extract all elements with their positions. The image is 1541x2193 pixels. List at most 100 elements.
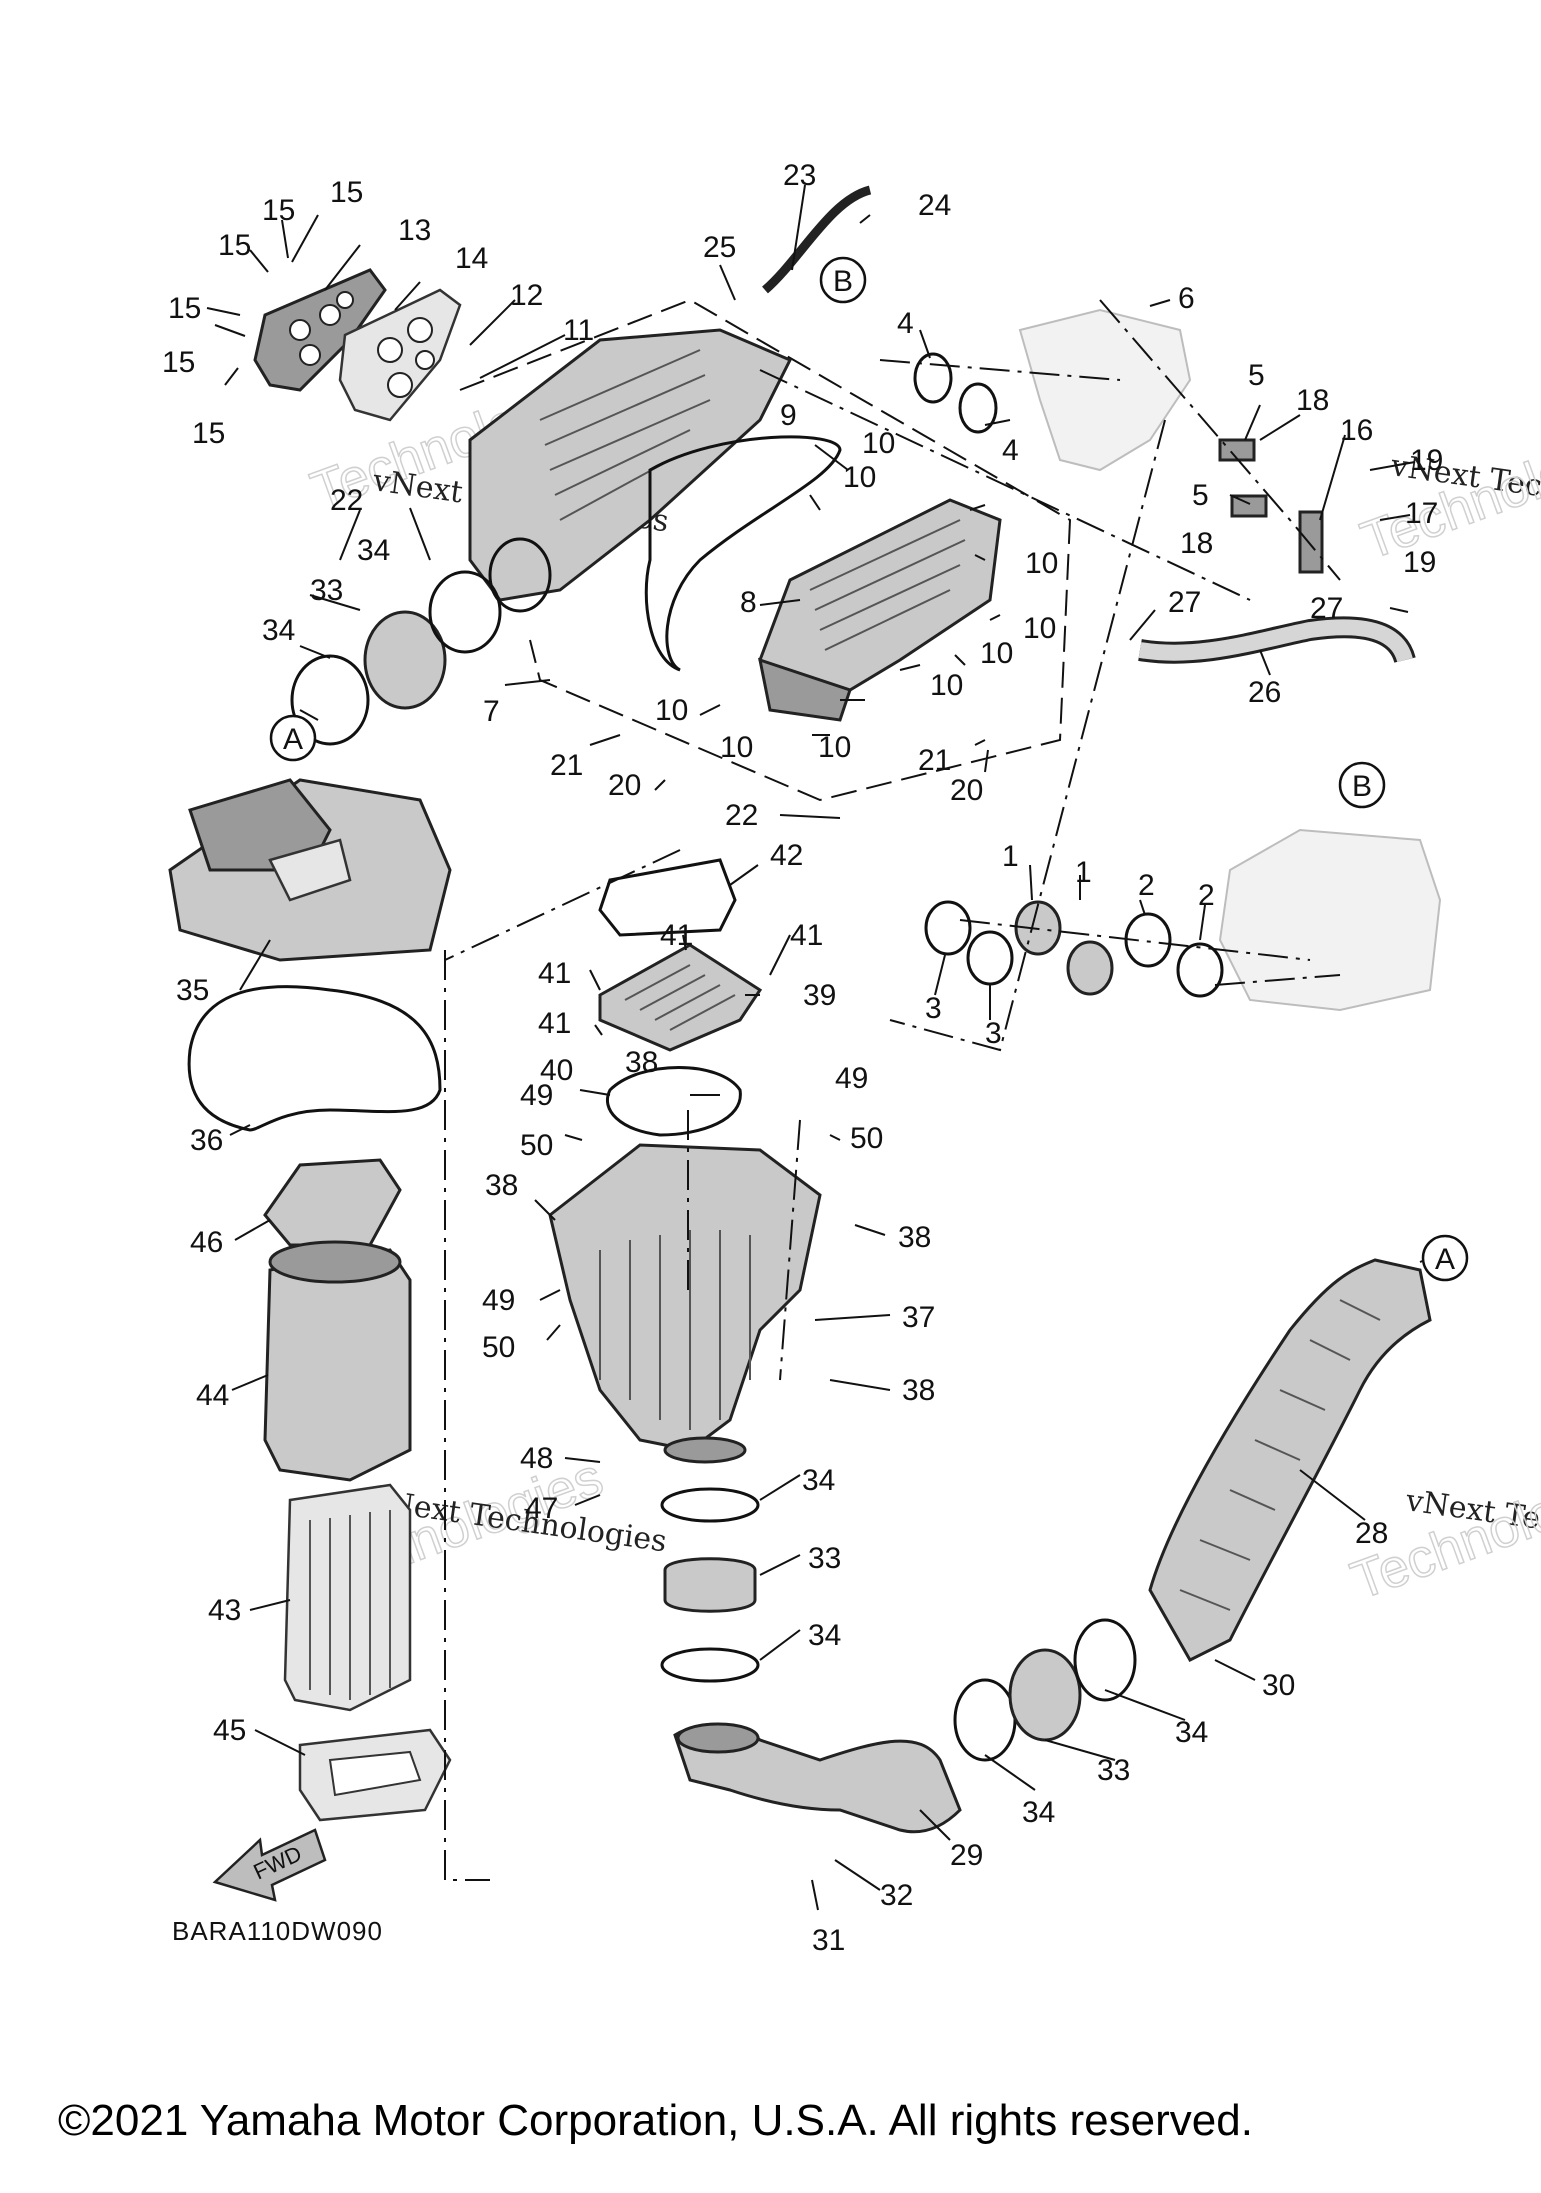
callout: 10 xyxy=(655,694,688,727)
callout: 19 xyxy=(1410,444,1443,477)
callout: 34 xyxy=(262,614,295,647)
gasket-36 xyxy=(187,985,442,1132)
callout: 16 xyxy=(1340,414,1373,447)
callout: 48 xyxy=(520,1442,553,1475)
fwd-arrow: FWD xyxy=(212,1828,327,1902)
callout: 38 xyxy=(902,1374,935,1407)
callout: 40 xyxy=(540,1054,573,1087)
callout: 41 xyxy=(538,1007,571,1040)
callout: 15 xyxy=(330,176,363,209)
callout: 30 xyxy=(1262,1669,1295,1702)
callout: 45 xyxy=(213,1714,246,1747)
callout: 4 xyxy=(1002,434,1019,467)
callout: 10 xyxy=(818,731,851,764)
copyright-notice: ©2021 Yamaha Motor Corporation, U.S.A. A… xyxy=(58,2096,1253,2145)
callout: 11 xyxy=(563,314,594,347)
callout: 43 xyxy=(208,1594,241,1627)
callout: 22 xyxy=(330,484,363,517)
callout: 10 xyxy=(1025,547,1058,580)
hose-23 xyxy=(762,185,872,294)
callout: 50 xyxy=(850,1122,883,1155)
callout: 10 xyxy=(720,731,753,764)
callout: 12 xyxy=(510,279,543,312)
callout: 34 xyxy=(802,1464,835,1497)
callout: 38 xyxy=(625,1046,658,1079)
callout: 24 xyxy=(918,189,951,222)
callout: 1 xyxy=(1002,840,1019,873)
coupler-33-lower xyxy=(663,1557,757,1613)
callout: 25 xyxy=(703,231,736,264)
callout: 3 xyxy=(985,1017,1002,1050)
callout: 23 xyxy=(783,159,816,192)
callout: 2 xyxy=(1138,869,1155,902)
callout: 42 xyxy=(770,839,803,872)
callout: 29 xyxy=(950,1839,983,1872)
filter-cage-43 xyxy=(283,1483,412,1712)
ref-circle-a xyxy=(1421,1234,1469,1282)
duct-28 xyxy=(1148,1258,1432,1662)
callout: 17 xyxy=(1405,497,1438,530)
callout: 26 xyxy=(1248,676,1281,709)
callout: 44 xyxy=(196,1379,229,1412)
callout: 36 xyxy=(190,1124,223,1157)
callout: 49 xyxy=(835,1062,868,1095)
callout: 39 xyxy=(803,979,836,1012)
callout: 3 xyxy=(925,992,942,1025)
callout: 41 xyxy=(660,919,693,952)
callout: 10 xyxy=(980,637,1013,670)
callout-labels: 1 1 2 2 3 3 4 4 5 5 6 7 8 9 10 10 10 10 … xyxy=(162,159,1443,1957)
ref-circle-b xyxy=(819,256,867,304)
callout: 10 xyxy=(930,669,963,702)
callout: 14 xyxy=(455,242,488,275)
callout: 20 xyxy=(950,774,983,807)
callout: 21 xyxy=(918,744,951,777)
engine-ghost-lower xyxy=(1218,828,1442,1012)
callout: 18 xyxy=(1296,384,1329,417)
callout: 19 xyxy=(1403,546,1436,579)
gasket-40 xyxy=(606,1066,742,1137)
callout: 8 xyxy=(740,586,757,619)
callout: 46 xyxy=(190,1226,223,1259)
ref-label-b: B xyxy=(833,265,853,298)
callout: 37 xyxy=(902,1301,935,1334)
assembly-outline xyxy=(459,298,1072,802)
callout: 21 xyxy=(550,749,583,782)
callout: 15 xyxy=(192,417,225,450)
callout: 27 xyxy=(1310,592,1343,625)
filter-element-44 xyxy=(263,1248,412,1482)
ref-label-a: A xyxy=(1435,1243,1455,1276)
callout: 33 xyxy=(310,574,343,607)
callout: 38 xyxy=(485,1169,518,1202)
callout: 10 xyxy=(1023,612,1056,645)
callout: 33 xyxy=(1097,1754,1130,1787)
callout: 38 xyxy=(898,1221,931,1254)
callout: 33 xyxy=(808,1542,841,1575)
callout: 28 xyxy=(1355,1517,1388,1550)
ref-label-a: A xyxy=(283,723,303,756)
callout: 50 xyxy=(520,1129,553,1162)
callout: 2 xyxy=(1198,879,1215,912)
callout: 15 xyxy=(218,229,251,262)
leader-lines xyxy=(206,184,1431,1911)
callout: 7 xyxy=(483,695,500,728)
callout: 1 xyxy=(1075,856,1092,889)
callout: 32 xyxy=(880,1879,913,1912)
upper-housing-7 xyxy=(468,328,793,602)
callout: 34 xyxy=(1022,1796,1055,1829)
diagram-code: BARA110DW090 xyxy=(172,1916,383,1946)
ref-markers: A B B A xyxy=(269,256,1469,1282)
engine-ghost-upper xyxy=(1018,308,1192,472)
callout: 49 xyxy=(520,1079,553,1112)
callout: 31 xyxy=(812,1924,845,1957)
callout: 35 xyxy=(176,974,209,1007)
callout: 9 xyxy=(780,399,797,432)
callout: 34 xyxy=(357,534,390,567)
ref-circle-b xyxy=(1338,761,1386,809)
callout: 22 xyxy=(725,799,758,832)
callout: 5 xyxy=(1192,479,1209,512)
callout: 6 xyxy=(1178,282,1195,315)
lid-39 xyxy=(598,943,763,1052)
gasket-42 xyxy=(598,858,737,937)
seal-9 xyxy=(644,435,842,672)
